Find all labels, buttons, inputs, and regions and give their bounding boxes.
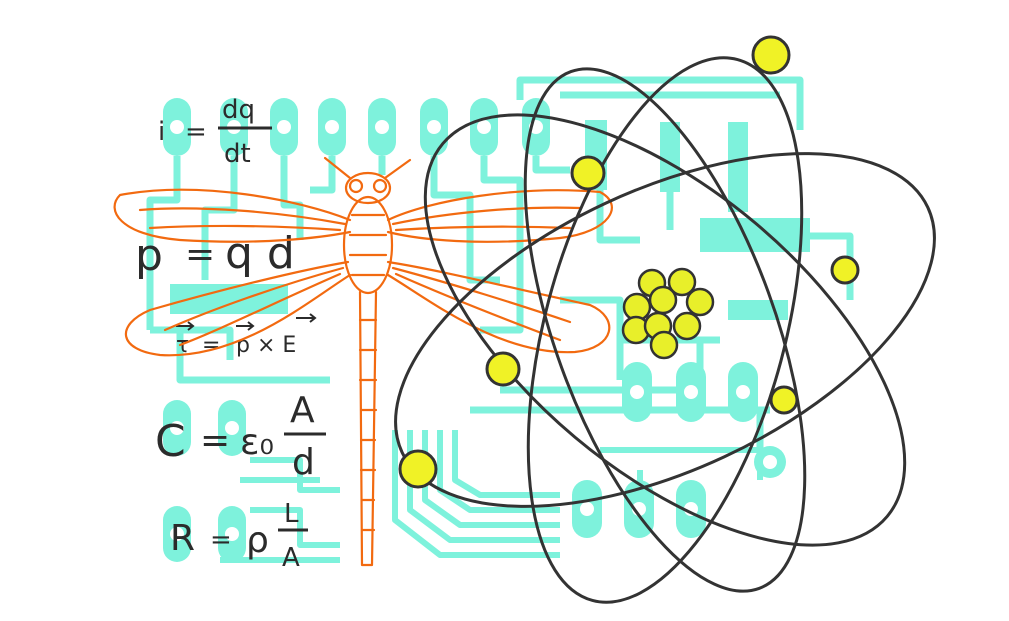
eq-torque-rhs: p × E [236,333,296,358]
eq-current-eq: = [185,117,207,147]
circuit-board-icon [146,76,854,563]
eq-current-den: dt [224,139,251,169]
trace-group-bottom [220,430,763,563]
eq-res-coef: ρ [246,520,269,561]
equation-capacitance: C = ε₀ A d [155,390,326,483]
eq-res-lhs: R [170,518,195,559]
eq-cap-num: A [290,390,315,431]
atom-nucleus [621,267,715,360]
eq-dipole-rhs: q d [225,228,295,279]
equation-resistance: R = ρ L A [170,499,308,573]
eq-current-num: dq [222,95,255,125]
component-blocks [170,120,810,320]
equation-dipole: p = q d [135,228,295,281]
eq-cap-lhs: C [155,416,186,467]
eq-current-lhs: i [158,117,165,147]
eq-cap-den: d [292,442,315,483]
atom-electrons [398,35,860,489]
eq-res-num: L [284,499,299,529]
eq-cap-coef: ε₀ [240,422,274,463]
eq-dipole-lhs: p [135,230,163,281]
eq-res-den: A [282,543,300,573]
atom-icon [394,35,936,604]
eq-res-eq: = [210,525,232,555]
equation-current: i = dq dt [158,95,272,169]
equations-group: i = dq dt p = q d τ = p × E C = [135,95,326,573]
eq-torque-lhs: τ [176,333,189,358]
dragonfly-icon [113,156,613,567]
eq-torque-eq: = [202,333,220,358]
eq-cap-eq: = [200,420,230,461]
atom-orbits [394,56,936,604]
equation-torque: τ = p × E [176,313,317,358]
